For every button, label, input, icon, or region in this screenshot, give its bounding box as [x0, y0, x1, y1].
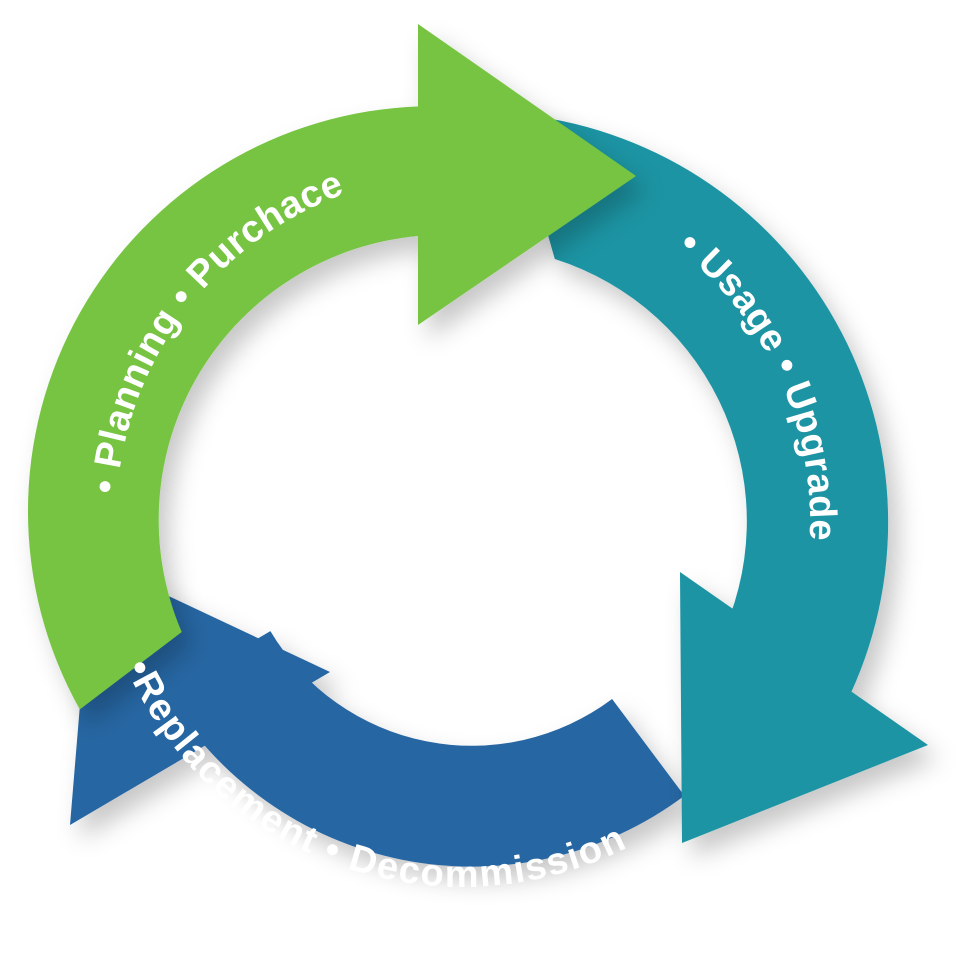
arrow-teal-segment: [513, 113, 928, 843]
arrow-green-body: [27, 106, 420, 710]
arrow-teal-body: [513, 113, 889, 705]
arrow-teal-head: [680, 572, 928, 843]
arrow-green-head: [418, 24, 636, 325]
arrow-green-segment: [27, 24, 636, 710]
